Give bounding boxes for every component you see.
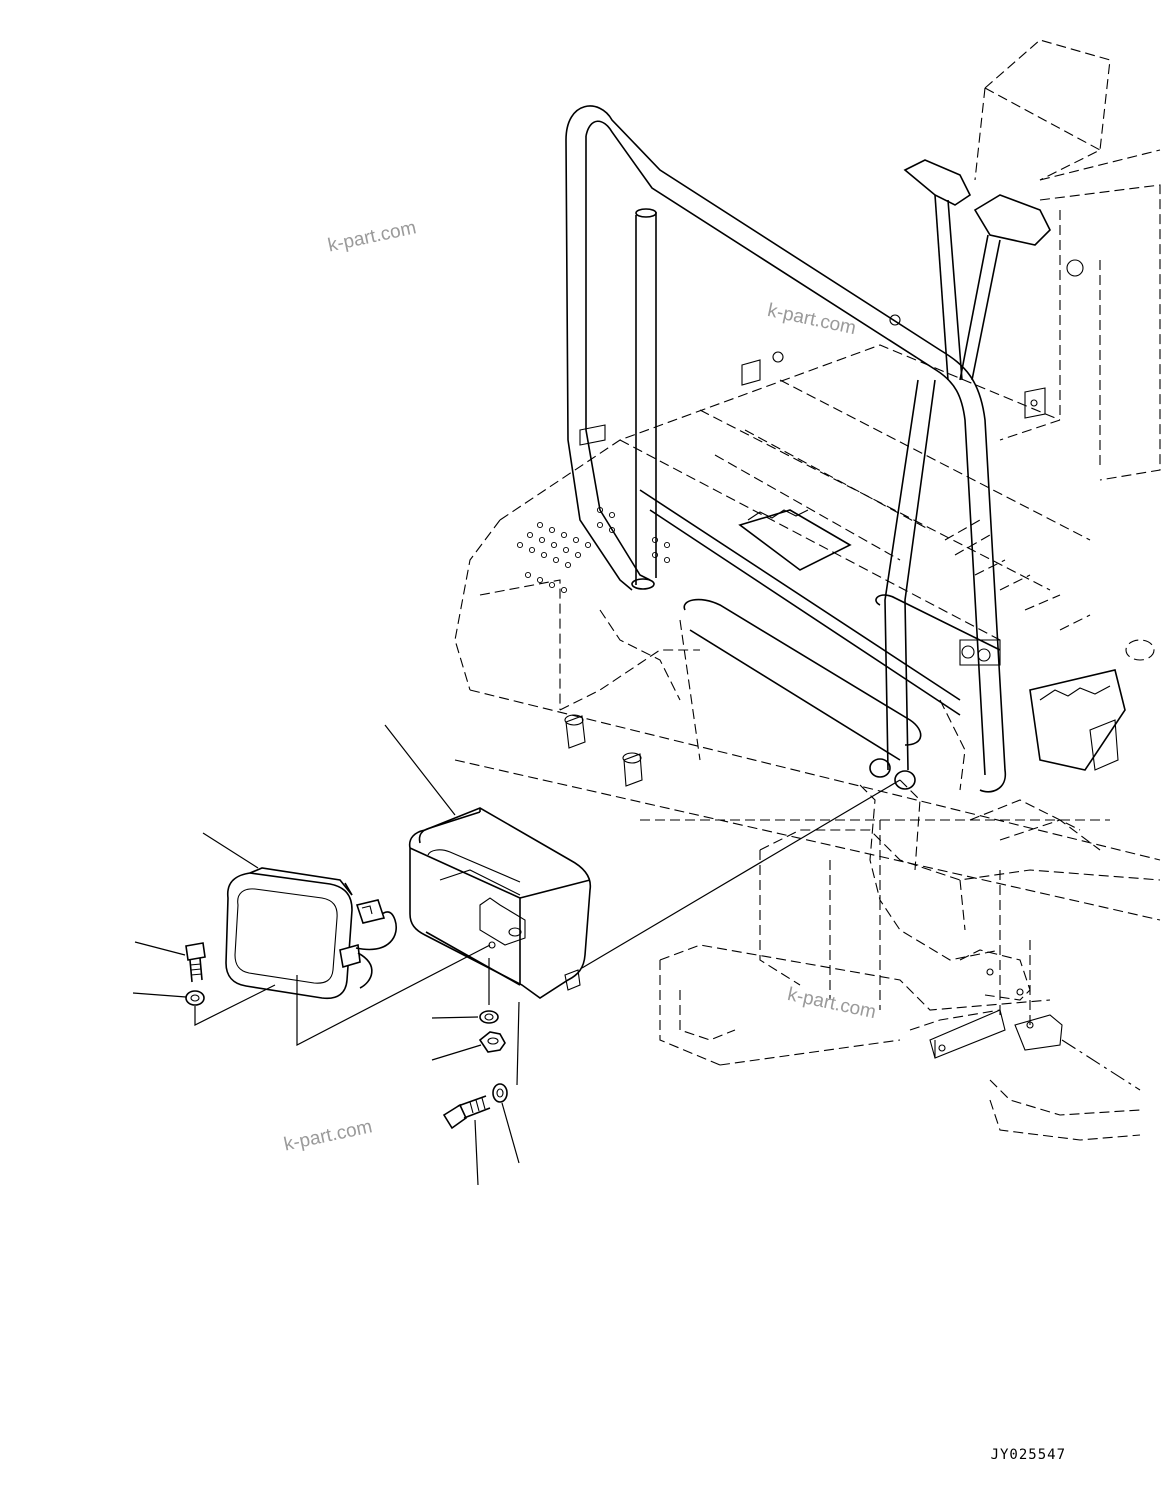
drawing-code: JY025547 (990, 1447, 1066, 1463)
lamp-guard-cover (408, 807, 592, 999)
leader-lines (132, 724, 901, 1186)
work-lamp (225, 867, 397, 1000)
handrail-guard (565, 105, 1051, 793)
machine-body-phantom (454, 39, 1161, 1141)
perforated-panel (516, 506, 671, 594)
fasteners (185, 942, 508, 1130)
